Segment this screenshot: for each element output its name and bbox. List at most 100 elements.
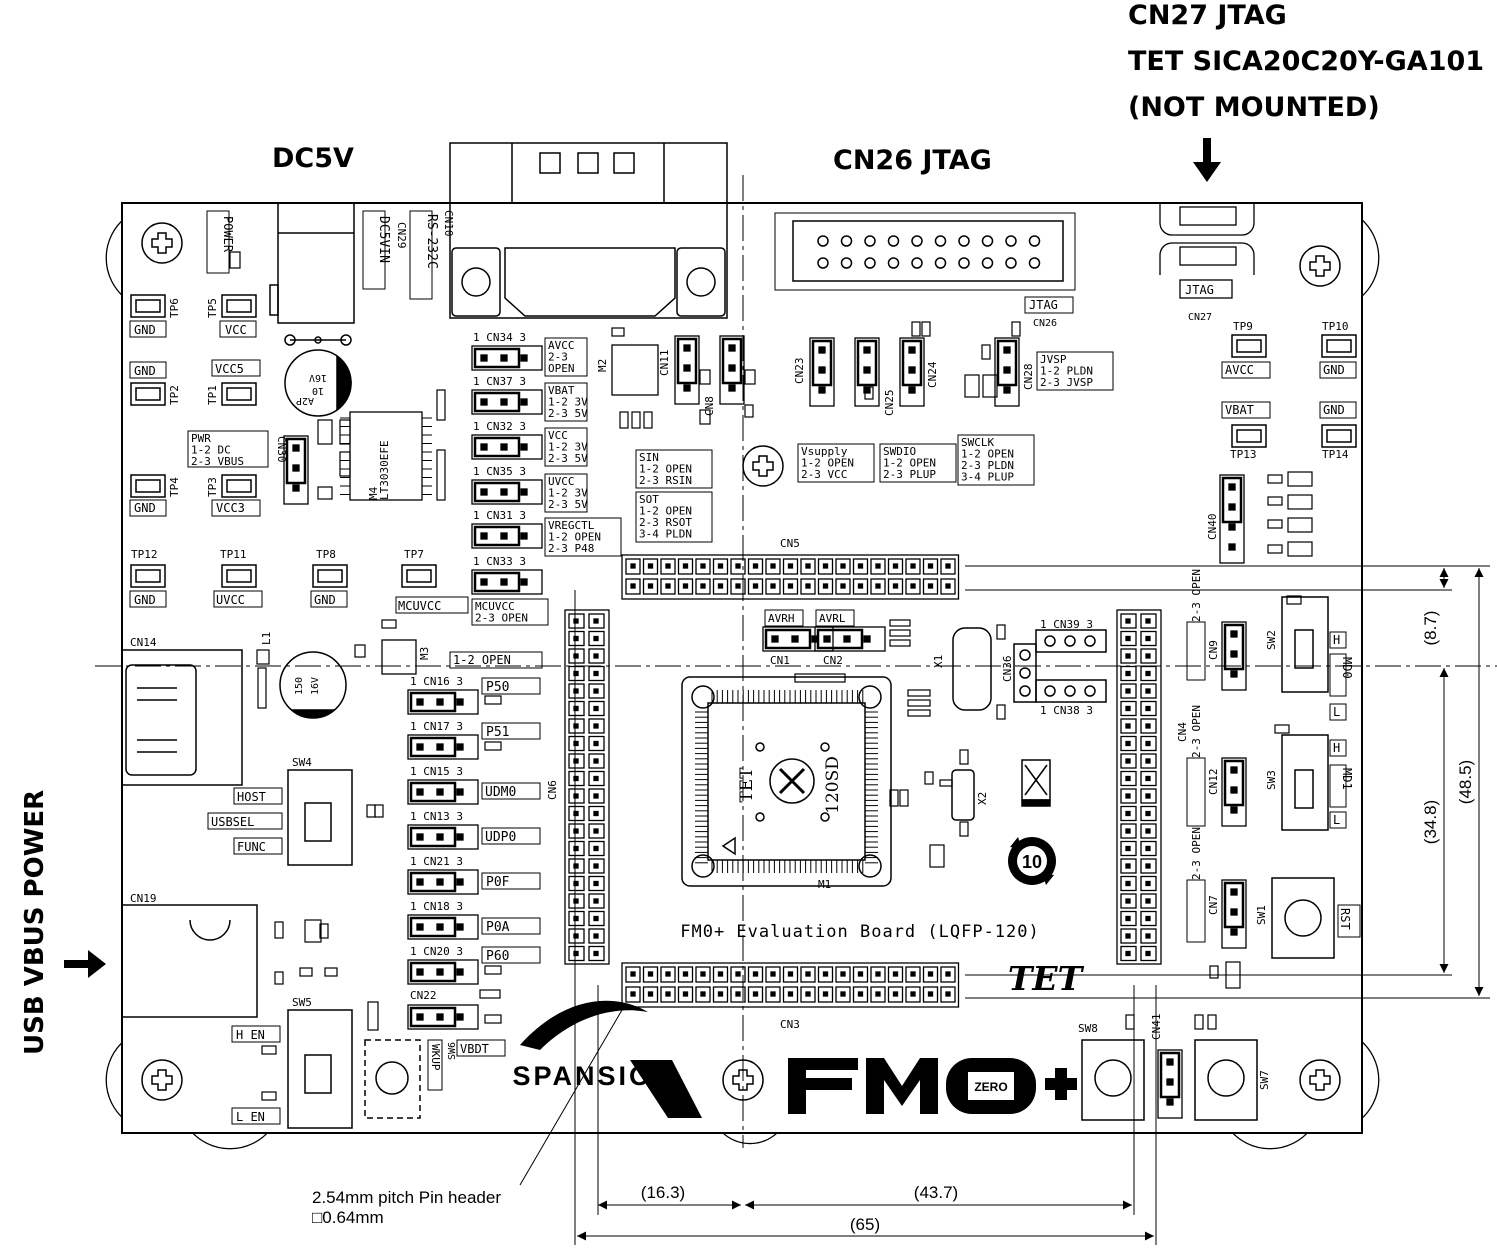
smd-component bbox=[1286, 595, 1302, 605]
test-point-pad bbox=[317, 569, 343, 583]
header-cn3-pin-pad bbox=[927, 991, 934, 997]
silk-swclk-box: 1-2 OPEN bbox=[961, 448, 1014, 461]
header-cn3-pin-pad bbox=[770, 991, 776, 997]
header-cn5-pin-pad bbox=[945, 583, 951, 589]
smd-component bbox=[1287, 541, 1313, 557]
smd-component bbox=[924, 771, 934, 785]
header-cn3-pin bbox=[625, 986, 641, 1003]
jumper-cn2-shunt bbox=[816, 628, 864, 650]
spansion-text: SPANSION bbox=[512, 1061, 675, 1091]
header-cn5-pin-pad bbox=[682, 583, 689, 589]
silk-vbdt: VBDT bbox=[460, 1042, 489, 1056]
test-point bbox=[1321, 334, 1357, 358]
silk-box bbox=[187, 430, 269, 468]
silk-cn14: CN14 bbox=[130, 636, 157, 649]
header-cn3-pin bbox=[642, 986, 659, 1003]
test-point-pad bbox=[1236, 339, 1262, 353]
silk-vbat-box: 2-3 5V bbox=[548, 407, 588, 420]
jumper-cn23 bbox=[809, 337, 835, 407]
silk-cn5: CN5 bbox=[780, 537, 800, 550]
header-cn3-pin-pad bbox=[840, 991, 846, 997]
header-cn6-pin bbox=[588, 683, 605, 699]
header-cn6-pin bbox=[568, 665, 585, 682]
test-point-pad bbox=[1326, 429, 1352, 443]
jumper-cn24-shunt bbox=[901, 339, 923, 387]
jumper-cn9 bbox=[1221, 621, 1247, 691]
silk-box bbox=[635, 491, 713, 543]
header-cn3-pin-pad bbox=[700, 991, 706, 997]
header-cn6-pin-pad bbox=[573, 653, 579, 659]
header-cn4-pin-pad bbox=[1145, 793, 1151, 799]
test-point-pad bbox=[135, 569, 161, 583]
header-cn6-pin-pad bbox=[573, 933, 579, 939]
header-cn6-pin-pad bbox=[573, 950, 579, 957]
header-cn5-pin-pad bbox=[840, 563, 846, 569]
header-cn4-pin-pad bbox=[1125, 775, 1131, 782]
smd-component bbox=[339, 419, 351, 445]
silk-sin-box: 1-2 OPEN bbox=[639, 463, 692, 476]
jumper-cn32 bbox=[471, 434, 543, 460]
smd-component bbox=[1011, 321, 1021, 337]
header-cn6-pin-pad bbox=[593, 950, 599, 957]
header-cn5-pin-pad bbox=[735, 563, 741, 569]
smd-component bbox=[1287, 494, 1313, 510]
pin-header-note-line1: 2.54mm pitch Pin header bbox=[312, 1188, 501, 1207]
header-cn3-pin-pad bbox=[682, 971, 689, 977]
silk-cn38: 1 CN38 3 bbox=[1040, 704, 1093, 717]
silk-box bbox=[481, 722, 541, 740]
silk-box bbox=[395, 596, 469, 614]
ic-m2 bbox=[611, 344, 659, 396]
header-cn3-pin bbox=[887, 986, 904, 1003]
header-cn4-pin bbox=[1140, 700, 1157, 717]
silk-mcuvcc-box: 2-3 OPEN bbox=[475, 612, 528, 625]
header-cn5-pin bbox=[642, 578, 659, 595]
rohs-10-logo bbox=[1008, 837, 1056, 885]
header-cn5-pin bbox=[625, 578, 641, 595]
silk-box bbox=[1186, 757, 1206, 827]
smd-component bbox=[317, 419, 333, 445]
header-cn4-pin bbox=[1120, 928, 1137, 944]
jumper-cn11 bbox=[674, 335, 700, 405]
header-cn3-pin bbox=[730, 986, 746, 1003]
header-cn5-pin-pad bbox=[630, 563, 636, 569]
header-cn4-pin-pad bbox=[1125, 863, 1131, 869]
header-cn6-pin bbox=[568, 770, 585, 787]
header-cn5-pin bbox=[730, 558, 746, 575]
header-cn6-pin bbox=[568, 858, 585, 874]
dim-16-3: (16.3) bbox=[641, 1183, 685, 1202]
jumper-cn31-pin bbox=[480, 532, 488, 540]
jumper-cn32-pin bbox=[500, 443, 508, 451]
fm0-zero-text: ZERO bbox=[974, 1080, 1007, 1094]
header-cn5-pin bbox=[765, 578, 781, 595]
header-cn6-pin-pad bbox=[573, 758, 579, 764]
silk-jumper-label: 1 CN35 3 bbox=[473, 465, 526, 478]
cn26-pin bbox=[864, 257, 876, 269]
header-cn4-pin bbox=[1120, 700, 1137, 717]
header-cn6-pin bbox=[588, 735, 605, 752]
silk-cn6: CN6 bbox=[546, 780, 559, 800]
silk-gnd: GND bbox=[134, 593, 156, 607]
header-cn6-pin-pad bbox=[593, 740, 599, 747]
header-cn6-pin-pad bbox=[573, 775, 579, 782]
center-lines bbox=[95, 175, 1497, 1148]
silk-sw4: SW4 bbox=[292, 756, 312, 769]
jumper-cn35-pin bbox=[480, 488, 488, 496]
jumper-cn11-pin bbox=[683, 384, 691, 392]
silk-pwr-box: 1-2 DC bbox=[191, 444, 231, 457]
header-cn3-pin-pad bbox=[945, 991, 951, 997]
silk-box bbox=[207, 812, 283, 830]
jumper-cn37-shunt bbox=[473, 391, 521, 413]
header-cn4-pin bbox=[1120, 665, 1137, 682]
jumper-cn8-pin bbox=[728, 344, 736, 352]
header-cn3-pin bbox=[835, 986, 851, 1003]
silk-l1: L1 bbox=[260, 632, 273, 645]
silk-open23: 2-3 OPEN bbox=[1190, 705, 1203, 758]
silk-vsupply-box: 2-3 VCC bbox=[801, 468, 847, 481]
silk-open12: 1-2 OPEN bbox=[453, 653, 511, 667]
smd-component bbox=[981, 344, 991, 360]
silk-cn40: CN40 bbox=[1206, 514, 1219, 541]
jumper-cn20-pin bbox=[456, 968, 464, 976]
jumper-cn30-pin bbox=[292, 464, 300, 472]
